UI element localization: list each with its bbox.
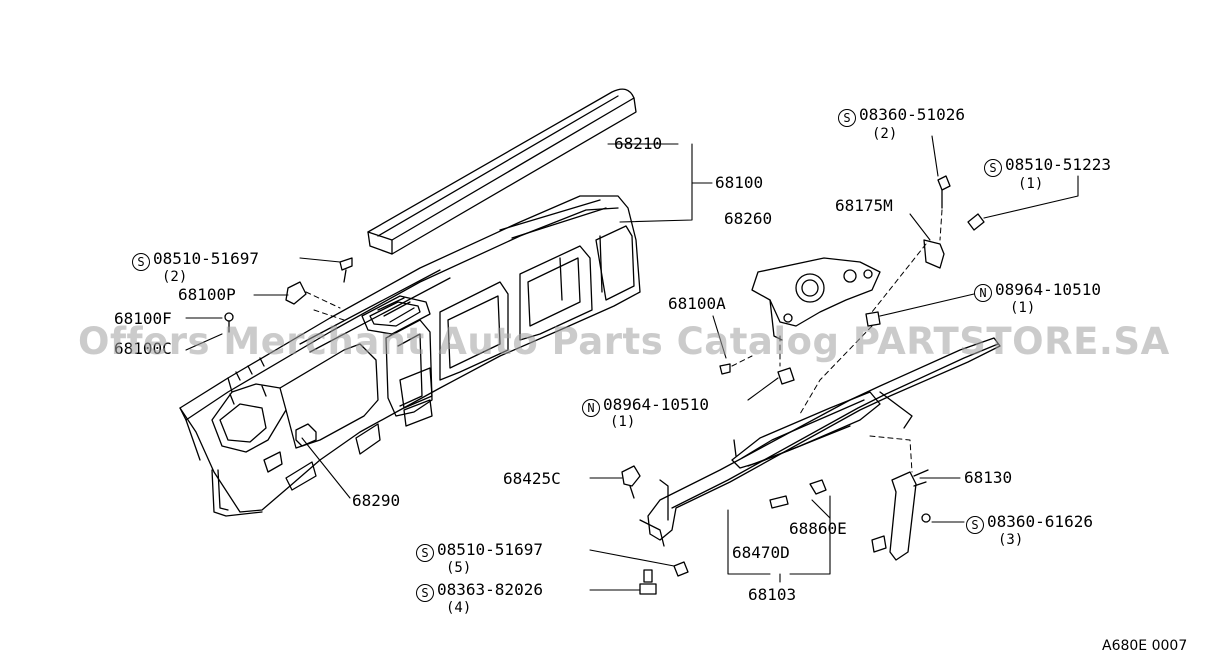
- bolt-08363-82026: [639, 569, 657, 595]
- watermark: Offers Merchant Auto Parts Catalog PARTS…: [78, 320, 1170, 363]
- qty-08964-10510-left: (1): [610, 414, 636, 430]
- nut-symbol-icon: N: [974, 284, 992, 302]
- qty-08964-10510-right: (1): [1010, 300, 1036, 316]
- qty-08510-51697-lower: (5): [446, 560, 472, 576]
- leader-lines: [185, 135, 1079, 591]
- fastener-number: 08964-10510: [603, 395, 709, 414]
- qty-08510-51697-top: (2): [162, 269, 188, 285]
- qty-08363-82026: (4): [446, 600, 472, 616]
- nut-symbol-icon: N: [582, 399, 600, 417]
- label-68290: 68290: [352, 491, 401, 510]
- label-68100C: 68100C: [114, 339, 172, 358]
- bracket-68130: [871, 469, 931, 561]
- dashed-lines: [305, 209, 943, 473]
- instrument-panel: [179, 195, 641, 517]
- bracket-68175M: [923, 175, 985, 269]
- label-68175M: 68175M: [835, 196, 893, 215]
- steering-member-68103: [639, 337, 1001, 547]
- nut-08964-10510-right: [865, 311, 881, 327]
- clip-68290: [295, 423, 317, 447]
- qty-08510-51223: (1): [1018, 176, 1044, 192]
- label-68100A: 68100A: [668, 294, 726, 313]
- qty-08360-51026: (2): [872, 126, 898, 142]
- screw-symbol-icon: S: [132, 253, 150, 271]
- clip-68860E: [769, 479, 827, 509]
- label-68425C: 68425C: [503, 469, 561, 488]
- screw-68100F: [224, 312, 234, 333]
- screw-symbol-icon: S: [966, 516, 984, 534]
- fastener-number: 08510-51697: [437, 540, 543, 559]
- fastener-number: 08510-51697: [153, 249, 259, 268]
- fastener-number: 08964-10510: [995, 280, 1101, 299]
- dash-pad-strip: [367, 88, 637, 255]
- bracket-68260: [751, 257, 881, 341]
- fastener-number: 08360-61626: [987, 512, 1093, 531]
- label-68130: 68130: [964, 468, 1013, 487]
- label-68260: 68260: [724, 209, 773, 228]
- label-68100P: 68100P: [178, 285, 236, 304]
- label-68860E: 68860E: [789, 519, 847, 538]
- screw-symbol-icon: S: [984, 159, 1002, 177]
- fastener-number: 08510-51223: [1005, 155, 1111, 174]
- screw-08510-51697-lower: [673, 561, 689, 577]
- diagram-code: A680E 0007: [1102, 638, 1188, 654]
- label-68210: 68210: [614, 134, 663, 153]
- screw-symbol-icon: S: [838, 109, 856, 127]
- fastener-number: 08360-51026: [859, 105, 965, 124]
- label-68100: 68100: [715, 173, 764, 192]
- nut-08964-10510-left: [719, 363, 795, 385]
- screw-symbol-icon: S: [416, 584, 434, 602]
- label-68470D: 68470D: [732, 543, 790, 562]
- clip-68425C: [621, 465, 641, 499]
- label-68103: 68103: [748, 585, 797, 604]
- qty-08360-61626: (3): [998, 532, 1024, 548]
- screw-symbol-icon: S: [416, 544, 434, 562]
- clip-68100P: [285, 281, 307, 305]
- label-68100F: 68100F: [114, 309, 172, 328]
- screw-08510-51697-top: [339, 257, 353, 283]
- fastener-number: 08363-82026: [437, 580, 543, 599]
